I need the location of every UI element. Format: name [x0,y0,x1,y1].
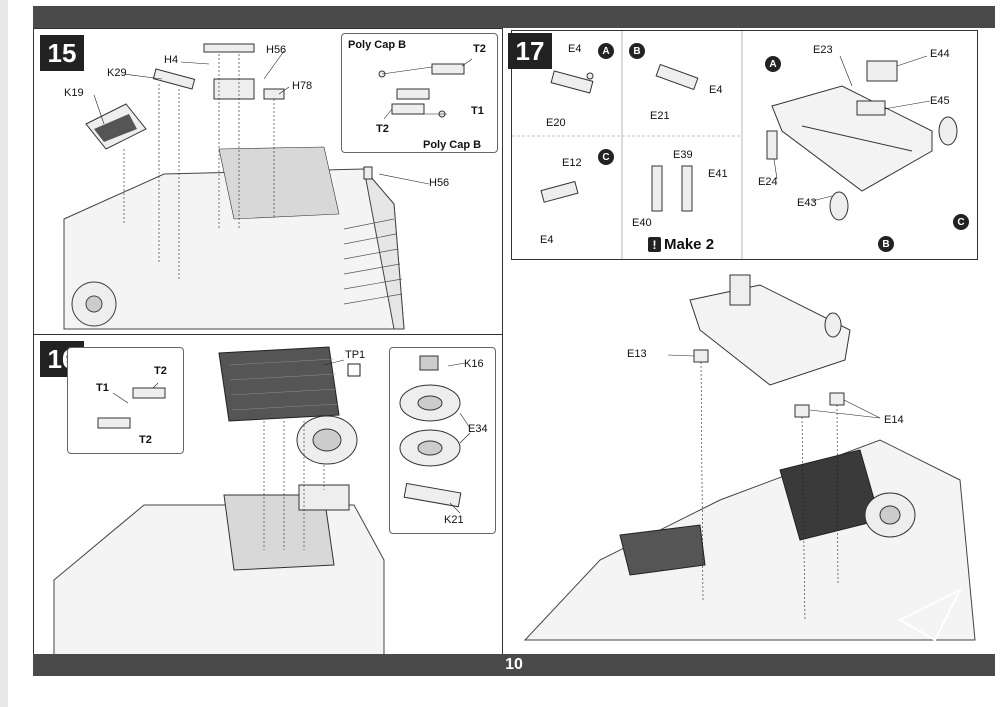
page-binding-edge [0,0,8,707]
step-16-panel: 16 T1 T2 T2 TP1 [33,334,503,656]
track-inset-illustration [97,382,166,429]
part-label-e24: E24 [758,176,778,188]
part-label-e39: E39 [673,149,693,161]
top-header-bar [33,6,995,28]
part-label-e20: E20 [546,117,566,129]
page-number: 10 [505,656,523,673]
inset-label-polycap-top: Poly Cap B [348,39,407,51]
part-label-e12: E12 [562,157,582,169]
assembly-marker-c: C [953,214,969,230]
wheel-inset-illustration [399,355,471,514]
inset-label-t2-bottom: T2 [139,434,152,446]
part-label-e43: E43 [797,197,817,209]
step-17-panel: 17 A E4 E20 B E21 E4 C E12 E4 E39 [508,30,978,260]
exclamation-icon: ! [648,237,661,252]
make-quantity-text: Make 2 [664,236,715,253]
step-17-dividers [512,31,958,259]
inset-label-polycap-bottom: Poly Cap B [423,139,482,151]
marker-b: B [629,43,645,59]
assembly-marker-b: B [878,236,894,252]
part-label-h78: H78 [292,80,313,92]
part-label-k21: K21 [444,514,464,526]
part-label-e13: E13 [627,348,647,360]
part-label-k16: K16 [464,358,484,370]
inset-label-t1: T1 [471,105,484,117]
part-label-h56: H56 [266,44,287,56]
inset-label-t2-top: T2 [473,43,486,55]
site-watermark: MOXINGFANS.COM [825,676,980,693]
marker-a: A [598,43,614,59]
part-label-e34: E34 [468,423,488,435]
part-label-e41: E41 [708,168,728,180]
part-label-e44: E44 [930,48,950,60]
track-inset-box: T1 T2 T2 [67,347,184,454]
polycap-inset-box: Poly Cap B T2 T1 T2 Poly Cap B [341,33,498,153]
part-label-e21: E21 [650,110,670,122]
wheel-inset-box: K16 E34 K21 [389,347,496,534]
polycap-inset-illustration [378,58,473,120]
part-label-e4-c: E4 [540,234,554,246]
part-label-e4-a: E4 [568,43,582,55]
inset-label-t1: T1 [96,382,109,394]
part-label-h56-side: H56 [429,177,450,189]
part-label-tp1: TP1 [345,349,366,361]
part-label-e14: E14 [884,414,904,426]
step-15-panel: 15 [33,28,503,336]
step-number-badge: 17 [508,33,552,69]
part-label-e45: E45 [930,95,950,107]
part-label-e40: E40 [632,217,652,229]
part-label-e4-b: E4 [709,84,723,96]
inset-label-t2-top: T2 [154,365,167,377]
bottom-footer-bar: 10 [33,654,995,676]
step-number-badge: 15 [40,35,84,71]
part-label-h4: H4 [164,54,179,66]
step-15-illustration [63,43,430,330]
part-label-k29: K29 [107,67,127,79]
part-label-k19: K19 [64,87,84,99]
assembly-marker-a: A [765,56,781,72]
part-label-e23: E23 [813,44,833,56]
marker-c: C [598,149,614,165]
make-2-note: ! Make 2 [648,236,714,253]
inset-label-t2-bottom: T2 [376,123,389,135]
step-16-illustration [53,346,385,655]
